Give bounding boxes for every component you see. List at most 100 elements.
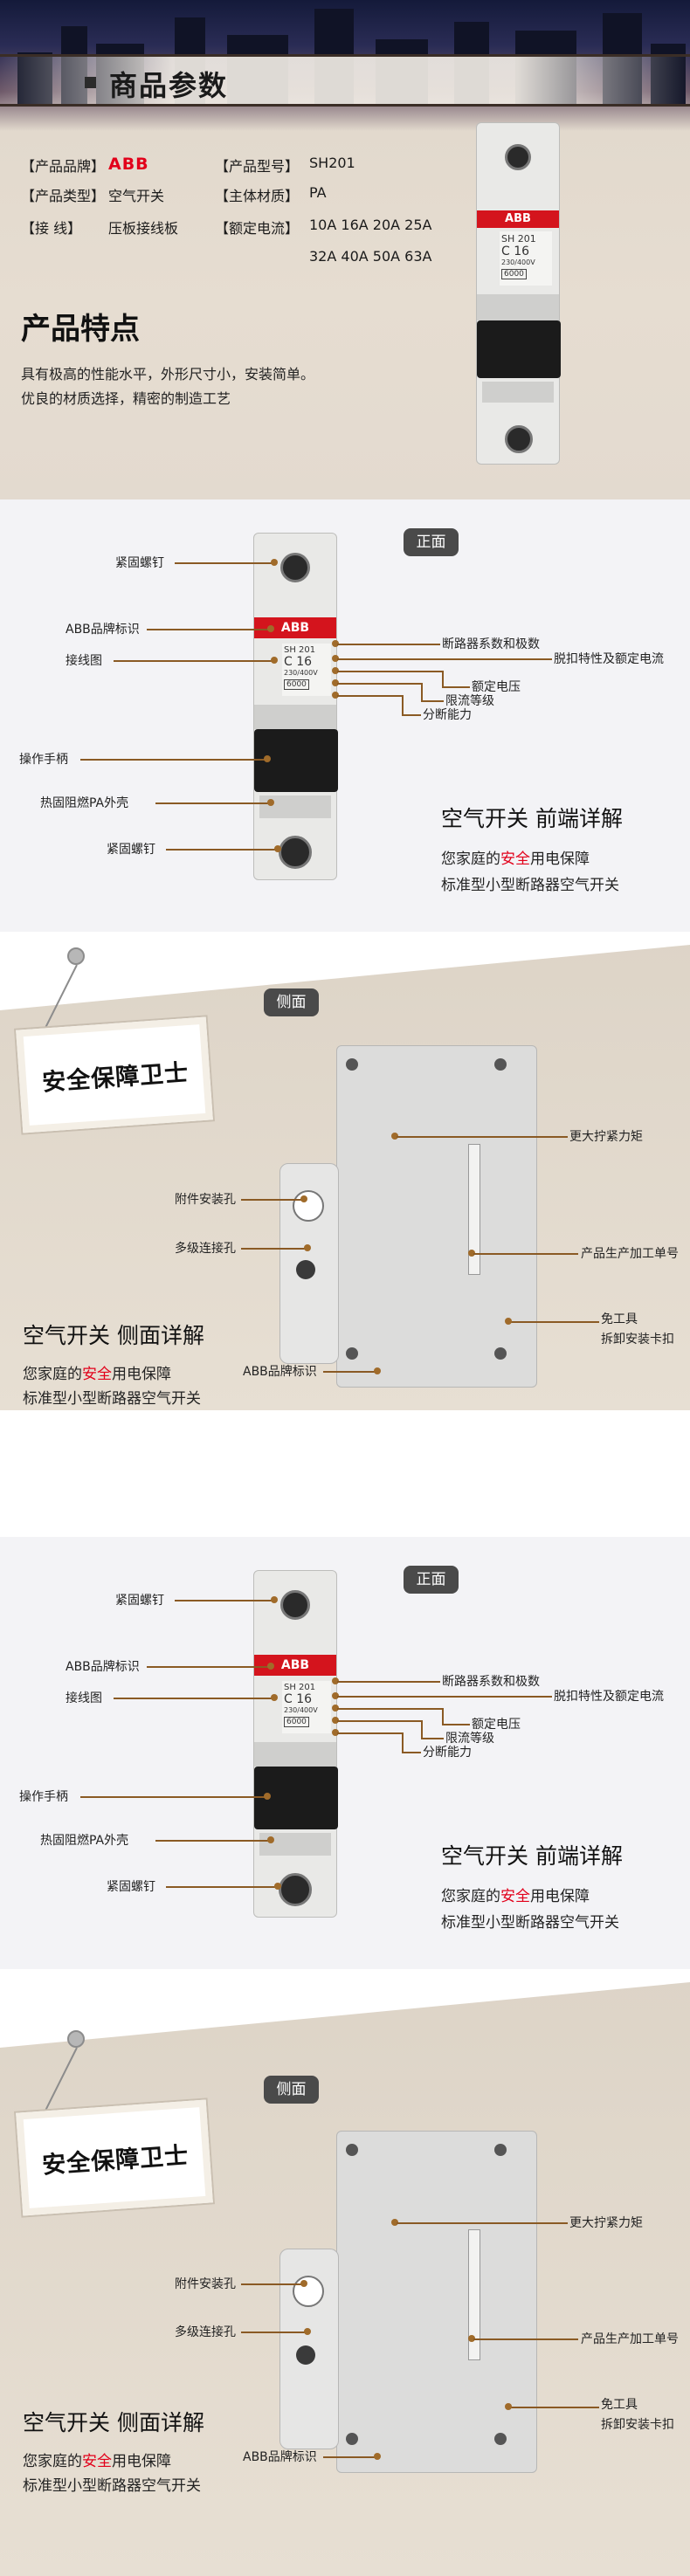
features-title: 产品特点 [21, 312, 140, 347]
front-desc-suffix: 用电保障 [530, 851, 590, 868]
callout-rated-voltage: 额定电压 [472, 680, 521, 694]
callout2-breaking-capacity: 分断能力 [423, 1746, 472, 1760]
type-value: 空气开关 [108, 188, 165, 204]
callout2-multi-connect: 多级连接孔 [175, 2325, 236, 2339]
breaker-brand: ABB [477, 210, 559, 228]
front-desc-line1: 您家庭的安全用电保障 [441, 846, 590, 868]
front-view-badge: 正面 [404, 528, 459, 556]
features-line2: 优良的材质选择，精密的制造工艺 [21, 390, 231, 407]
white-wedge [0, 932, 690, 1010]
side2-desc-line2: 标准型小型断路器空气开关 [23, 2477, 201, 2495]
front2-desc-highlight: 安全 [500, 1888, 530, 1905]
front-desc-highlight: 安全 [500, 851, 530, 868]
front-breaker-capacity: 6000 [284, 679, 309, 690]
callout2-limit-class: 限流等级 [445, 1732, 494, 1746]
callout2-torque: 更大拧紧力矩 [569, 2216, 643, 2230]
callout-torque: 更大拧紧力矩 [569, 1130, 643, 1144]
params-title: 商品参数 [109, 69, 229, 102]
front-desc-prefix: 您家庭的 [441, 851, 500, 868]
front-breaker-voltage: 230/400V [284, 669, 318, 677]
brand-label: 【产品品牌】 [21, 158, 106, 175]
side-desc-line2: 标准型小型断路器空气开关 [23, 1390, 201, 1408]
front2-breaker-model: SH 201 [284, 1683, 316, 1692]
breaker-side-front-2 [279, 2249, 339, 2449]
sign-text: 安全保障卫士 [41, 1059, 190, 1097]
callout2-handle: 操作手柄 [19, 1790, 68, 1804]
params-title-bar: 商品参数 [0, 54, 690, 107]
breaker-rating: C 16 [501, 245, 530, 258]
callout2-wiring-diagram: 接线图 [66, 1691, 102, 1705]
callout2-trip-curve: 脱扣特性及额定电流 [554, 1690, 664, 1704]
callout-breaking-capacity: 分断能力 [423, 708, 472, 722]
front-breaker-label: SH 201 C 16 230/400V 6000 [282, 644, 331, 696]
side-desc-prefix: 您家庭的 [23, 1366, 82, 1383]
front-view-badge-2: 正面 [404, 1566, 459, 1594]
side2-desc-suffix: 用电保障 [112, 2453, 171, 2470]
callout2-shell: 热固阻燃PA外壳 [40, 1834, 129, 1848]
callout-clip: 拆卸安装卡扣 [601, 1333, 674, 1347]
front2-bottom-screw [279, 1873, 312, 1906]
callout2-accessory-hole: 附件安装孔 [175, 2277, 236, 2291]
callout2-serial: 产品生产加工单号 [581, 2332, 679, 2346]
type-label: 【产品类型】 [21, 188, 106, 204]
callout-side-abb-mark: ABB品牌标识 [243, 1365, 317, 1379]
model-label: 【产品型号】 [215, 158, 300, 175]
material-value: PA [309, 184, 327, 201]
callout-trip-curve: 脱扣特性及额定电流 [554, 652, 664, 666]
side2-desc-line1: 您家庭的安全用电保障 [23, 2449, 171, 2470]
side-view-section-2: 安全保障卫士 侧面 更大拧紧力矩 附件安装孔 多级连接孔 产品生产加工单号 免工… [0, 1969, 690, 2576]
callout-shell: 热固阻燃PA外壳 [40, 796, 129, 810]
side-desc-highlight: 安全 [82, 1366, 112, 1383]
breaker-capacity: 6000 [501, 269, 527, 279]
title-square-icon [85, 77, 96, 88]
front2-breaker-label: SH 201 C 16 230/400V 6000 [282, 1681, 331, 1733]
callout2-toolless: 免工具 [601, 2398, 638, 2412]
front2-breaker-capacity: 6000 [284, 1717, 309, 1727]
breaker-model: SH 201 [501, 233, 536, 245]
side-desc-line1: 您家庭的安全用电保障 [23, 1361, 171, 1383]
breaker-voltage: 230/400V [501, 258, 535, 266]
current-row2: 32A 40A 50A 63A [309, 248, 432, 265]
callout-limit-class: 限流等级 [445, 694, 494, 708]
front-view-section-1: 正面 ABB SH 201 C 16 230/400V 6000 紧固螺钉 AB… [0, 499, 690, 932]
wiring-value: 压板接线板 [108, 220, 179, 237]
callout2-series-poles: 断路器系数和极数 [442, 1675, 540, 1689]
front-top-screw [280, 553, 310, 582]
callout-tight-screw-bottom: 紧固螺钉 [107, 843, 155, 857]
front2-breaker-brand: ABB [254, 1655, 336, 1676]
operating-handle [477, 320, 561, 378]
front-breaker-model: SH 201 [284, 645, 316, 655]
callout-wiring-diagram: 接线图 [66, 654, 102, 668]
front2-desc-suffix: 用电保障 [530, 1888, 590, 1905]
front-bottom-screw [279, 836, 312, 869]
serial-sticker-2 [468, 2229, 480, 2360]
callout2-rated-voltage: 额定电压 [472, 1718, 521, 1732]
callout-accessory-hole: 附件安装孔 [175, 1193, 236, 1207]
breaker-side-image-2 [336, 2131, 537, 2473]
pin-icon-2 [67, 2030, 85, 2048]
white-wedge-2 [0, 1969, 690, 2048]
material-label: 【主体材质】 [215, 188, 300, 204]
bottom-screw [505, 425, 533, 453]
features-line1: 具有极高的性能水平，外形尺寸小，安装简单。 [21, 366, 315, 382]
callout-tight-screw-top: 紧固螺钉 [115, 556, 164, 570]
callout-multi-connect: 多级连接孔 [175, 1242, 236, 1256]
front2-desc-prefix: 您家庭的 [441, 1888, 500, 1905]
wiring-label: 【接 线】 [21, 220, 82, 237]
brand-value: ABB [108, 155, 149, 174]
callout-toolless: 免工具 [601, 1312, 638, 1326]
product-params-section: 商品参数 【产品品牌】 ABB 【产品型号】 SH201 【产品类型】 空气开关… [0, 0, 690, 499]
breaker-front-image-2: ABB SH 201 C 16 230/400V 6000 [253, 1570, 338, 1918]
front-desc-line2: 标准型小型断路器空气开关 [441, 877, 619, 894]
front2-breaker-rating: C 16 [284, 1692, 313, 1706]
callout2-side-abb-mark: ABB品牌标识 [243, 2450, 317, 2464]
side2-heading: 空气开关 侧面详解 [23, 2410, 204, 2435]
model-value: SH201 [309, 155, 355, 171]
side-heading: 空气开关 侧面详解 [23, 1323, 204, 1348]
top-screw [505, 144, 531, 170]
front2-top-screw [280, 1590, 310, 1620]
callout2-tight-screw-bottom: 紧固螺钉 [107, 1880, 155, 1894]
callout-serial: 产品生产加工单号 [581, 1247, 679, 1261]
breaker-label: SH 201 C 16 230/400V 6000 [500, 231, 552, 286]
current-row1: 10A 16A 20A 25A [309, 217, 432, 233]
